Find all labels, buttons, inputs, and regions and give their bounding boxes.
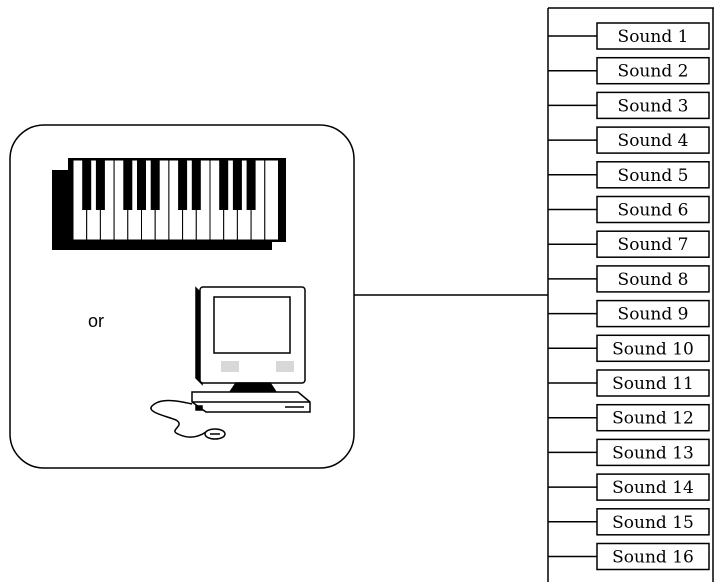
keyboard-icon [52,158,286,250]
sound-item: Sound 13 [548,438,710,467]
sound-label: Sound 13 [612,443,694,463]
sound-box [596,230,710,258]
sound-item: Sound 6 [548,195,710,224]
sound-item: Sound 8 [548,265,710,293]
source-panel: or [9,124,355,469]
white-key [264,159,279,241]
sound-box [596,299,710,328]
sound-bus: Sound 1 Sound 2 Sound 3 Sound 4 Sound 5 Sound… [547,7,714,582]
or-label: or [88,311,104,331]
sound-label: Sound 15 [612,513,694,533]
sound-label: Sound 8 [618,270,689,290]
sound-label: Sound 9 [618,305,689,325]
sound-item: Sound 15 [548,508,710,536]
sound-label: Sound 4 [618,131,689,151]
sound-label: Sound 7 [618,235,689,255]
sound-label: Sound 16 [612,548,694,568]
sound-label: Sound 2 [618,62,689,82]
sound-item: Sound 7 [548,230,710,258]
sound-box [596,334,710,363]
sound-label: Sound 3 [618,96,689,116]
sound-label: Sound 12 [612,409,694,429]
sound-box [596,369,710,397]
computer-icon [150,286,311,440]
sound-box [596,265,710,293]
sound-item: Sound 14 [548,473,710,501]
sound-item: Sound 9 [548,299,710,328]
black-key [95,160,105,210]
sound-box [596,473,710,501]
sound-box [596,195,710,224]
sound-item: Sound 4 [548,126,710,154]
sound-box [596,508,710,536]
sound-box [596,56,710,85]
black-key [232,160,242,210]
sound-item: Sound 12 [548,403,710,432]
sound-label: Sound 14 [612,478,694,498]
black-key [178,160,188,210]
black-key [219,160,229,210]
sound-item: Sound 10 [548,334,710,363]
sound-item: Sound 16 [548,542,710,571]
sound-label: Sound 1 [618,27,689,47]
sound-box [596,438,710,467]
sound-label: Sound 11 [612,374,694,394]
sound-label: Sound 6 [618,201,689,221]
black-key [123,160,133,210]
black-key [191,160,201,210]
sound-item: Sound 3 [548,91,710,120]
sound-item: Sound 11 [548,369,710,397]
sound-box [596,161,710,189]
sound-item: Sound 1 [548,22,710,50]
sound-label: Sound 5 [618,166,689,186]
sound-item: Sound 2 [548,56,710,85]
black-key [137,160,146,210]
sound-label: Sound 10 [612,339,694,359]
sound-box [596,22,710,50]
sound-box [596,91,710,120]
sound-box [596,403,710,432]
black-key [82,160,92,210]
sound-box [596,542,710,571]
sound-item: Sound 5 [548,161,710,189]
sound-box [596,126,710,154]
black-key [150,160,160,210]
black-key [246,160,256,210]
